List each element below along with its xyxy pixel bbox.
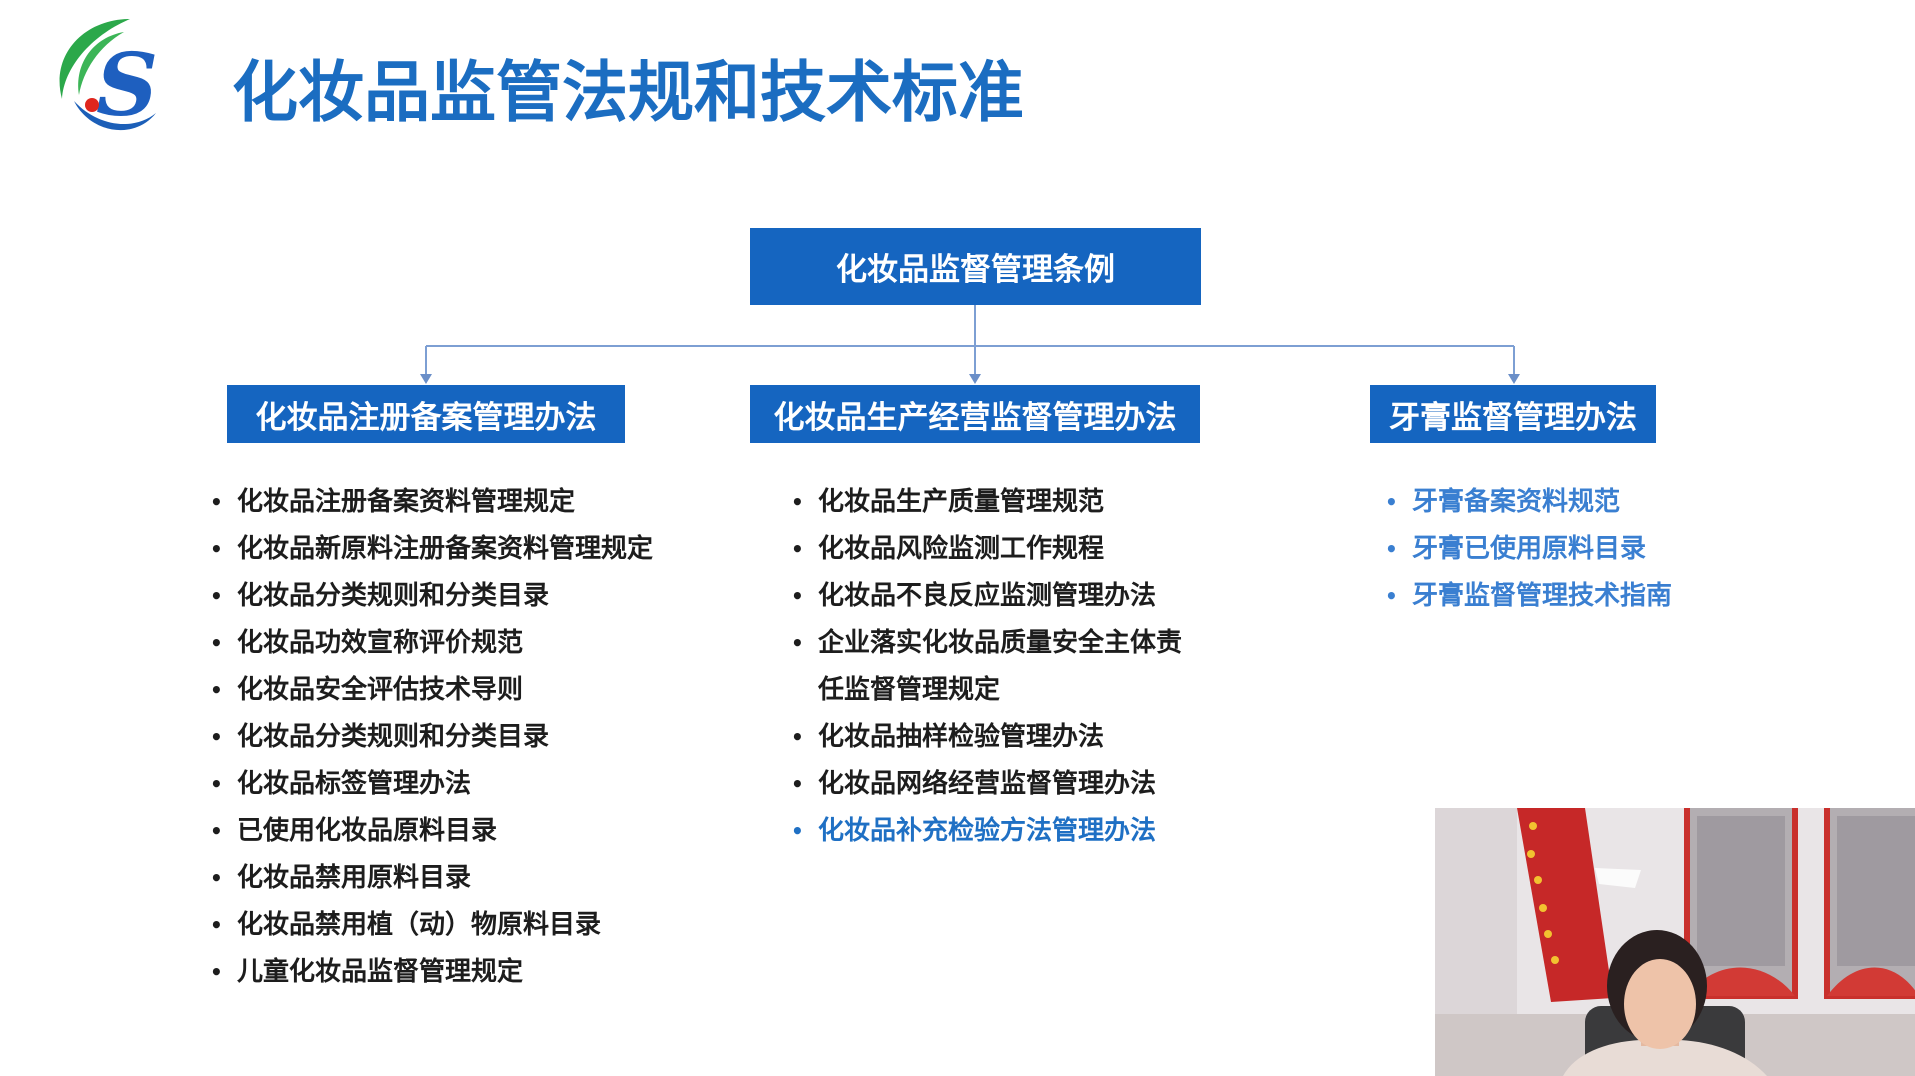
list-item: 化妆品网络经营监督管理办法 xyxy=(791,761,1190,808)
list-item: 牙膏监督管理技术指南 xyxy=(1385,573,1705,620)
list-item: 化妆品分类规则和分类目录 xyxy=(210,573,680,620)
root-regulation-box: 化妆品监督管理条例 xyxy=(750,228,1201,305)
notice-board-content xyxy=(1837,816,1915,966)
red-decoration xyxy=(1827,967,1915,996)
branch-box-production: 化妆品生产经营监督管理办法 xyxy=(750,385,1200,443)
logo-graphic: S xyxy=(59,19,158,136)
list-item: 化妆品生产质量管理规范 xyxy=(791,479,1190,526)
list-item: 化妆品注册备案资料管理规定 xyxy=(210,479,680,526)
list-item: 化妆品风险监测工作规程 xyxy=(791,526,1190,573)
swoosh-s-logo-icon: S xyxy=(52,15,162,140)
branch-label-registration: 化妆品注册备案管理办法 xyxy=(255,399,597,436)
list-item: 化妆品安全评估技术导则 xyxy=(210,667,680,714)
list-item-highlighted: 化妆品补充检验方法管理办法 xyxy=(791,808,1190,855)
branch-label-production: 化妆品生产经营监督管理办法 xyxy=(773,399,1177,436)
list-item: 化妆品功效宣称评价规范 xyxy=(210,620,680,667)
banner-star xyxy=(1529,822,1537,830)
person-face xyxy=(1624,959,1696,1049)
list-item: 已使用化妆品原料目录 xyxy=(210,808,680,855)
logo-red-dot xyxy=(85,98,99,112)
root-regulation-label: 化妆品监督管理条例 xyxy=(836,252,1115,288)
list-item: 化妆品禁用原料目录 xyxy=(210,855,680,902)
branch-box-toothpaste: 牙膏监督管理办法 xyxy=(1370,385,1656,443)
production-regulation-list: 化妆品生产质量管理规范 化妆品风险监测工作规程 化妆品不良反应监测管理办法 企业… xyxy=(791,479,1190,855)
banner-star xyxy=(1551,956,1559,964)
list-item: 化妆品不良反应监测管理办法 xyxy=(791,573,1190,620)
arrowhead-right xyxy=(1508,374,1520,384)
banner-star xyxy=(1527,850,1535,858)
arrowhead-left xyxy=(420,374,432,384)
list-item: 化妆品禁用植（动）物原料目录 xyxy=(210,902,680,949)
list-item: 儿童化妆品监督管理规定 xyxy=(210,949,680,996)
logo-green-arc-outer xyxy=(59,19,130,99)
list-item: 牙膏已使用原料目录 xyxy=(1385,526,1705,573)
registration-regulation-list: 化妆品注册备案资料管理规定 化妆品新原料注册备案资料管理规定 化妆品分类规则和分… xyxy=(210,479,680,996)
ceiling-light xyxy=(1595,868,1641,888)
list-item: 化妆品分类规则和分类目录 xyxy=(210,714,680,761)
list-item: 化妆品抽样检验管理办法 xyxy=(791,714,1190,761)
person-body xyxy=(1563,1040,1767,1076)
red-decoration xyxy=(1687,967,1795,996)
webcam-frame xyxy=(1435,808,1915,1076)
branch-box-registration: 化妆品注册备案管理办法 xyxy=(227,385,625,443)
arrowhead-middle xyxy=(969,374,981,384)
logo-letter: S xyxy=(96,35,158,136)
logo-blue-arc xyxy=(74,101,156,131)
logo-green-arc-inner xyxy=(78,32,124,95)
banner-star xyxy=(1534,876,1542,884)
list-item: 企业落实化妆品质量安全主体责任监督管理规定 xyxy=(791,620,1190,714)
list-item: 化妆品新原料注册备案资料管理规定 xyxy=(210,526,680,573)
branch-label-toothpaste: 牙膏监督管理办法 xyxy=(1389,399,1637,436)
red-banner xyxy=(1517,808,1613,1002)
notice-board-content xyxy=(1697,816,1785,966)
list-item: 牙膏备案资料规范 xyxy=(1385,479,1705,526)
list-item: 化妆品标签管理办法 xyxy=(210,761,680,808)
toothpaste-regulation-list: 牙膏备案资料规范 牙膏已使用原料目录 牙膏监督管理技术指南 xyxy=(1385,479,1705,620)
banner-star xyxy=(1539,904,1547,912)
presenter-webcam-feed[interactable] xyxy=(1435,808,1915,1076)
page-title: 化妆品监管法规和技术标准 xyxy=(232,54,1024,131)
banner-star xyxy=(1544,930,1552,938)
